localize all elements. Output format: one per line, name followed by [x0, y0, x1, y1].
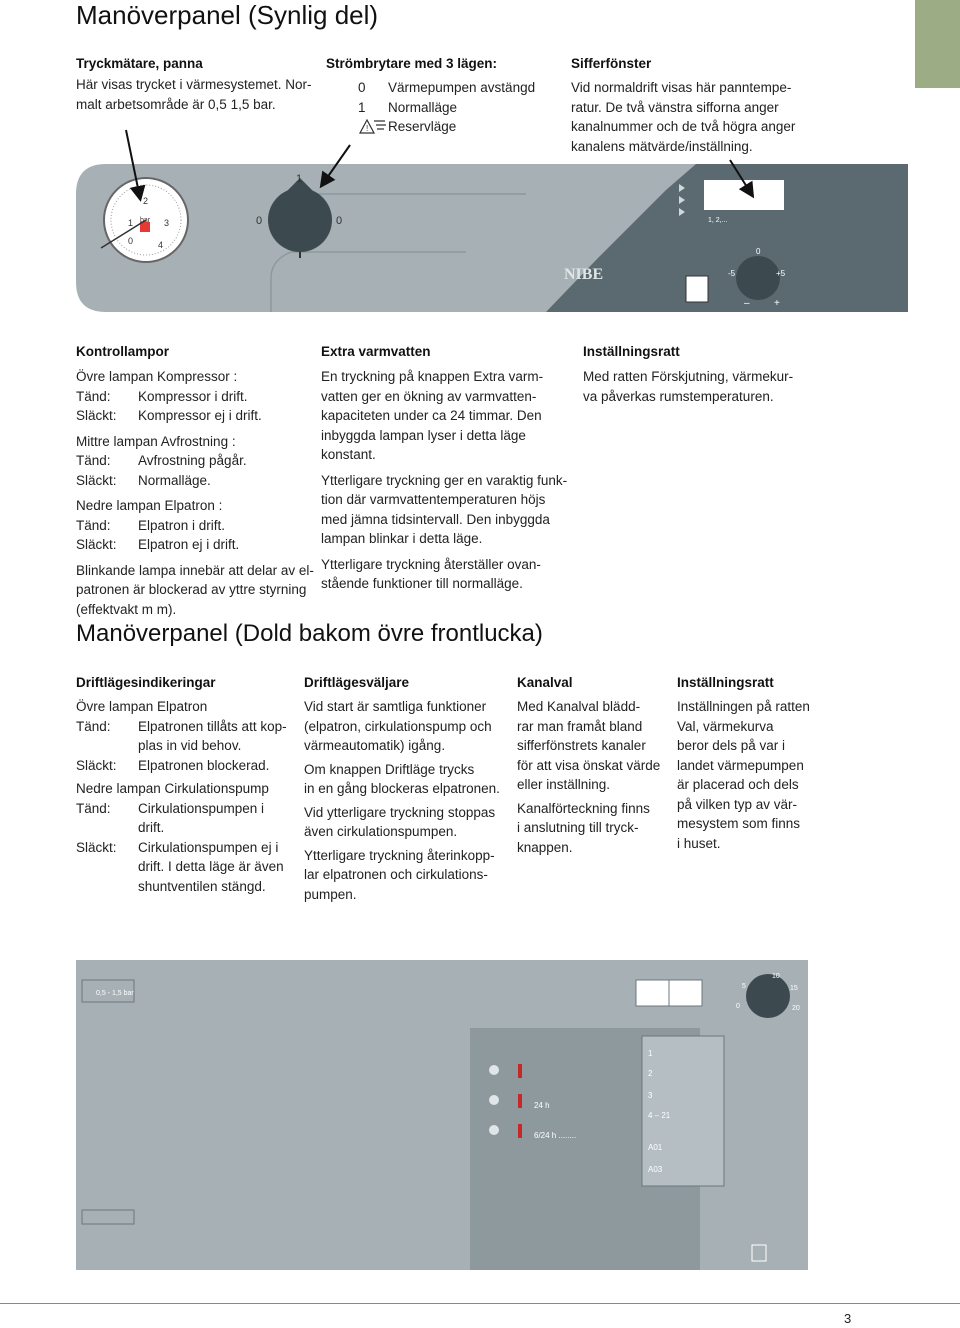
svg-text:5: 5 — [742, 983, 746, 990]
gauge-title: Tryckmätare, panna — [76, 56, 203, 71]
knob-top-title: Inställningsratt — [583, 344, 680, 359]
svg-text:1, 2,...: 1, 2,... — [708, 217, 728, 224]
svg-text:0: 0 — [736, 1003, 740, 1010]
svg-text:2: 2 — [143, 196, 148, 206]
callout-arrows — [125, 129, 755, 202]
hot-water-button — [685, 275, 709, 303]
svg-text:2: 2 — [648, 1069, 653, 1078]
pressure-gauge — [100, 177, 189, 263]
modes-ind-desc: Övre lampan Elpatron Tänd:Elpatronen til… — [76, 699, 287, 894]
page-number: 3 — [844, 1311, 852, 1326]
hidden-panel: 0,5 - 1,5 bar 0 5 10 15 20 1 2 3 4 – 21 … — [76, 960, 808, 1270]
power-switch — [268, 178, 332, 258]
gauge-desc: Här visas trycket i värmesystemet. Nor- … — [76, 77, 312, 112]
svg-text:+: + — [774, 298, 780, 309]
curve-dial — [746, 974, 790, 1018]
svg-text:0: 0 — [128, 236, 133, 246]
digits-desc: Vid normaldrift visas här panntempe- rat… — [571, 80, 796, 154]
knob-hidden-title: Inställningsratt — [677, 675, 774, 690]
svg-text:1: 1 — [128, 218, 133, 228]
knob-hidden-desc: Inställningen på ratten Val, värmekurva … — [677, 699, 810, 851]
hotwater-title: Extra varmvatten — [321, 344, 431, 359]
svg-text:0,5 - 1,5 bar: 0,5 - 1,5 bar — [96, 990, 134, 997]
channel-title: Kanalval — [517, 675, 573, 690]
svg-text:10: 10 — [772, 973, 780, 980]
knob-top-desc: Med ratten Förskjutning, värmekur-va påv… — [583, 369, 794, 404]
digits-title: Sifferfönster — [571, 56, 652, 71]
visible-panel: 1 2 3 0 4 bar 1 0 0 1, 2,... NIBE -5 0 +… — [76, 164, 908, 312]
footer-rule — [0, 1303, 960, 1304]
svg-text:6/24 h ........: 6/24 h ........ — [534, 1131, 576, 1140]
svg-text:20: 20 — [792, 1005, 800, 1012]
svg-text:4 – 21: 4 – 21 — [648, 1111, 671, 1120]
svg-text:+5: +5 — [776, 269, 786, 278]
selector-title: Driftlägesväljare — [304, 675, 410, 690]
svg-text:!: ! — [366, 124, 368, 133]
adjust-dial — [736, 256, 780, 300]
svg-text:0: 0 — [336, 215, 342, 227]
svg-text:4: 4 — [158, 240, 163, 250]
page-title: Manöverpanel (Synlig del) — [76, 0, 379, 30]
lamps-desc: Övre lampan Kompressor : Tänd:Kompressor… — [76, 369, 314, 617]
switch-title: Strömbrytare med 3 lägen: — [326, 56, 498, 71]
svg-text:1: 1 — [648, 1049, 653, 1058]
svg-text:0: 0 — [256, 215, 262, 227]
hotwater-desc: En tryckning på knappen Extra varm-vatte… — [321, 369, 568, 591]
modes-ind-title: Driftlägesindikeringar — [76, 675, 216, 690]
svg-text:0: 0 — [756, 247, 761, 256]
reserve-icon: ! — [358, 117, 388, 141]
svg-text:1: 1 — [296, 173, 302, 185]
lamps-title: Kontrollampor — [76, 344, 169, 359]
svg-text:3: 3 — [648, 1091, 653, 1100]
svg-text:-5: -5 — [728, 269, 736, 278]
svg-text:3: 3 — [164, 218, 169, 228]
selector-desc: Vid start är samtliga funktioner(elpatro… — [304, 699, 500, 902]
hidden-panel-title: Manöverpanel (Dold bakom övre frontlucka… — [76, 620, 543, 647]
svg-text:A01: A01 — [648, 1143, 663, 1152]
svg-text:A03: A03 — [648, 1165, 663, 1174]
svg-text:bar: bar — [140, 217, 151, 224]
svg-text:15: 15 — [790, 985, 798, 992]
chapter-tab — [915, 0, 960, 88]
svg-text:–: – — [744, 298, 750, 309]
svg-text:24 h: 24 h — [534, 1101, 550, 1110]
svg-text:NIBE: NIBE — [564, 266, 603, 283]
